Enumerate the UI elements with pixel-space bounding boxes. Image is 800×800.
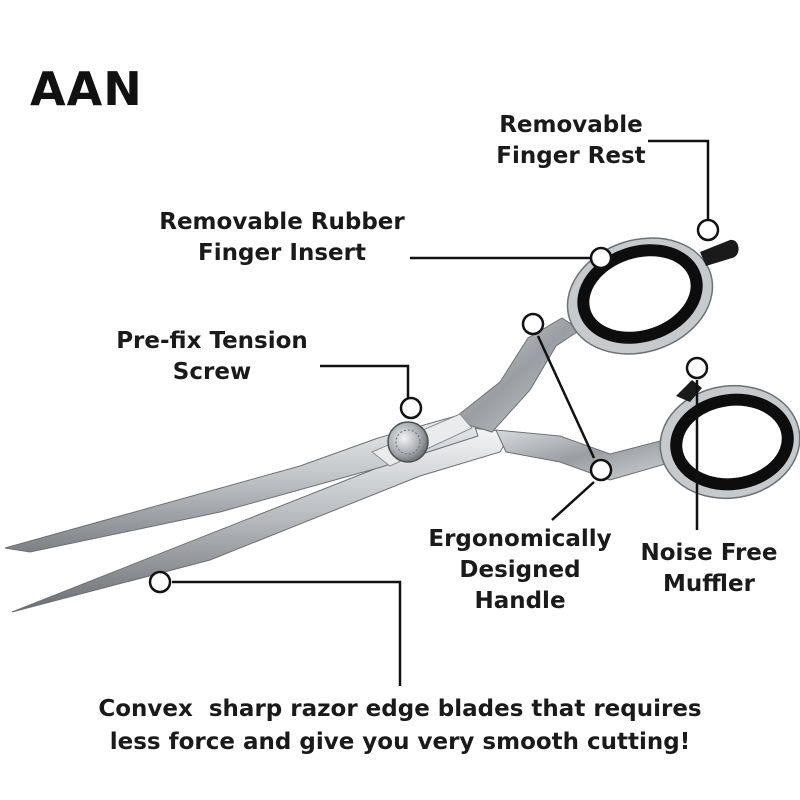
label-handle-line1: Ergonomically — [428, 526, 612, 552]
blade-caption: Convex sharp razor edge blades that requ… — [0, 693, 800, 759]
label-rubber-insert: Removable Rubber Finger Insert — [152, 207, 412, 269]
callout-markers — [148, 218, 720, 594]
leader-finger-rest — [648, 139, 710, 220]
brand-logo: AAN — [30, 62, 143, 116]
marker-finger-rest — [696, 218, 720, 242]
finger-rest — [700, 239, 739, 266]
label-muffler-line2: Muffler — [663, 571, 755, 597]
label-finger-rest-line1: Removable — [499, 112, 643, 138]
rubber-finger-insert — [577, 244, 703, 344]
label-finger-rest: Removable Finger Rest — [493, 110, 649, 172]
marker-rubber-insert — [589, 246, 613, 270]
label-finger-rest-line2: Finger Rest — [496, 143, 646, 169]
label-muffler: Noise Free Muffler — [634, 538, 784, 600]
upper-blade — [4, 411, 479, 553]
leader-tension-screw — [320, 364, 410, 398]
leader-handle-a — [536, 335, 596, 459]
tension-screw-icon — [387, 421, 429, 463]
upper-shank — [450, 317, 581, 433]
marker-handle-lower — [589, 458, 613, 482]
label-muffler-line1: Noise Free — [640, 540, 778, 566]
marker-muffler — [685, 356, 709, 380]
blade-caption-line2: less force and give you very smooth cutt… — [109, 729, 691, 755]
leader-blade — [172, 580, 402, 686]
marker-blade — [148, 570, 172, 594]
label-rubber-insert-line2: Finger Insert — [198, 240, 366, 266]
label-tension-screw-line1: Pre-fix Tension — [116, 328, 308, 354]
label-rubber-insert-line1: Removable Rubber — [159, 209, 405, 235]
blade-caption-line1: Convex sharp razor edge blades that requ… — [98, 696, 702, 722]
marker-handle-upper — [521, 312, 545, 336]
lower-ring-insert — [670, 393, 794, 491]
leader-lines — [172, 139, 710, 686]
label-handle-line2: Designed — [459, 557, 581, 583]
muffler — [676, 380, 702, 402]
label-handle: Ergonomically Designed Handle — [422, 524, 618, 617]
marker-tension-screw — [399, 396, 423, 420]
leader-handle-b — [551, 481, 595, 521]
label-tension-screw-line2: Screw — [172, 359, 252, 385]
label-handle-line3: Handle — [474, 588, 566, 614]
label-tension-screw: Pre-fix Tension Screw — [108, 326, 316, 388]
